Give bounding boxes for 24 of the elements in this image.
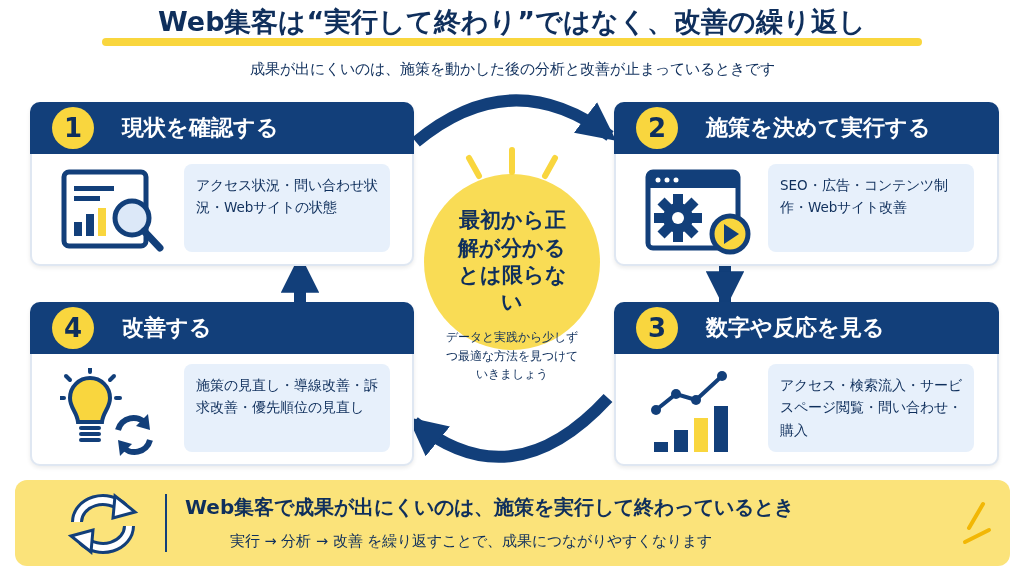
- subtitle: 成果が出にくいのは、施策を動かした後の分析と改善が止まっているときです: [249, 60, 775, 79]
- title: Web集客は“実行して終わり”ではなく、改善の繰り返し: [157, 5, 867, 39]
- step-card: [614, 102, 999, 266]
- step-heading: 改善する: [122, 314, 212, 342]
- banner-text: 実行 → 分析 → 改善 を繰り返すことで、成果につながりやすくなります: [230, 532, 713, 551]
- summary-banner: [15, 480, 1010, 566]
- description-panel: 施策の見直し・導線改善・訴求改善・優先順位の見直し: [184, 364, 390, 452]
- step-card: [30, 102, 414, 266]
- step-heading: 施策を決めて実行する: [706, 114, 931, 142]
- step-number: 2: [636, 107, 678, 149]
- step-card: [614, 302, 999, 466]
- step-number: 1: [52, 107, 94, 149]
- description-panel: SEO・広告・コンテンツ制作・Webサイト改善: [768, 164, 974, 252]
- step-heading: 現状を確認する: [122, 114, 279, 142]
- step-number: 4: [52, 307, 94, 349]
- step-number: 3: [636, 307, 678, 349]
- step-card: [30, 302, 414, 466]
- step-heading: 数字や反応を見る: [706, 314, 885, 342]
- circle-heading: 最初から正解が分かるとは限らない: [456, 207, 568, 317]
- banner-heading: Web集客で成果が出にくいのは、施策を実行して終わっているとき: [185, 494, 795, 521]
- description-panel: アクセス状況・問い合わせ状況・Webサイトの状態: [184, 164, 390, 252]
- cycle-arrow: [412, 94, 617, 147]
- note-text: データと実践から少しずつ最適な方法を見つけていきましょう: [445, 329, 579, 384]
- description-panel: アクセス・検索流入・サービスページ閲覧・問い合わせ・購入: [768, 364, 974, 452]
